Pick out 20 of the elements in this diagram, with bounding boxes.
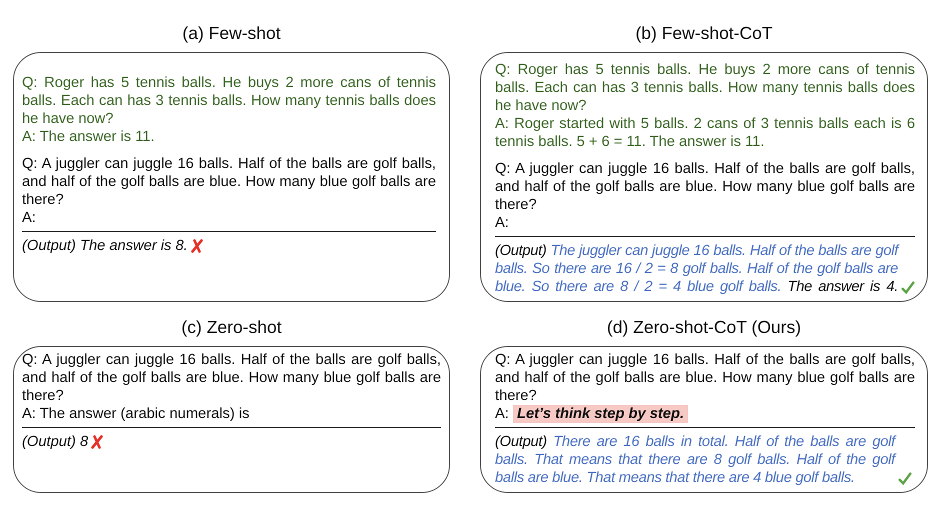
answer-prompt: A: <box>495 214 510 232</box>
example-question: Q: Roger has 5 tennis balls. He buys 2 more cans of tennis balls. Each can has 3 tennis balls. How many tennis balls does he have now? <box>22 74 436 128</box>
model-output: (Output) The answer is 8. <box>22 237 188 255</box>
question-text: Q: A juggler can juggle 16 balls. Half of the balls are golf balls, and half of the golf balls are blue. How many blue golf balls are there? <box>495 160 915 214</box>
example-answer: A: The answer is 11. <box>22 128 156 146</box>
question-text: Q: A juggler can juggle 16 balls. Half of the balls are golf balls, and half of the golf balls are blue. How many blue golf balls are there? <box>495 351 915 405</box>
model-output: (Output) 8 <box>22 433 88 451</box>
panel-title: (c) Zero-shot <box>181 316 282 338</box>
answer-prompt: A: The answer (arabic numerals) is <box>22 405 250 423</box>
example-question: Q: Roger has 5 tennis balls. He buys 2 more cans of tennis balls. Each can has 3 tennis balls. How many tennis balls does he have now? <box>495 61 915 115</box>
answer-prompt: A: <box>22 209 37 227</box>
panel-title: (a) Few-shot <box>182 22 281 44</box>
example-answer: A: Roger started with 5 balls. 2 cans of 3 tennis balls each is 6 tennis balls. 5 + 6 = 11. The answer is 11. <box>495 115 915 151</box>
question-text: Q: A juggler can juggle 16 balls. Half of the balls are golf balls, and half of the golf balls are blue. How many blue golf balls are there? <box>22 351 441 405</box>
model-output: (Output) The juggler can juggle 16 balls. Half of the balls are golf balls. So there are 16 / 2 = 8 golf balls. Half of the golf balls are blue. So there are 8 / 2 = 4 blue golf balls. The answer is 4. <box>495 242 898 296</box>
model-output: (Output) There are 16 balls in total. Half of the balls are golf balls. That means that there are 8 golf balls. Half of the golf balls are blue. That means that there are 4 blue golf balls. <box>495 433 895 487</box>
question-text: Q: A juggler can juggle 16 balls. Half of the balls are golf balls, and half of the golf balls are blue. How many blue golf balls are there? <box>22 155 436 209</box>
answer-prompt: A: Let’s think step by step. <box>495 405 915 423</box>
panel-title: (d) Zero-shot-CoT (Ours) <box>606 316 802 338</box>
panel-title: (b) Few-shot-CoT <box>635 22 773 44</box>
